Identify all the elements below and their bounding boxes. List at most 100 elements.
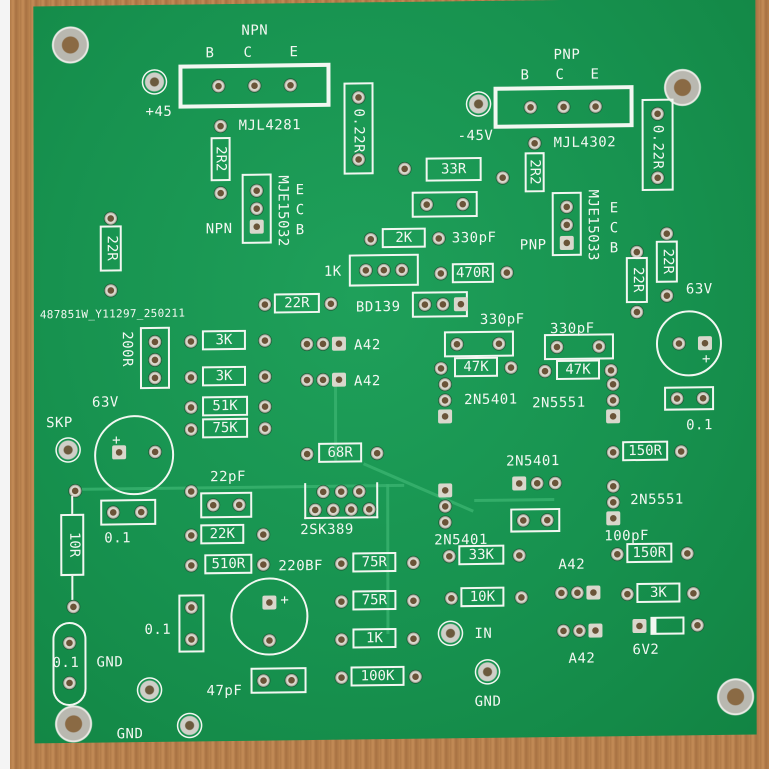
pnp-pin-b: B xyxy=(520,67,530,84)
gnd-terminal-2 xyxy=(174,710,205,741)
pad xyxy=(512,476,527,491)
background-edge xyxy=(0,0,10,769)
pad xyxy=(431,231,446,246)
pad xyxy=(257,369,273,384)
q2n5551-label-b: 2N5551 xyxy=(630,491,684,509)
resistor-33k: 33K xyxy=(458,544,505,566)
pad xyxy=(606,511,621,526)
pad xyxy=(530,476,545,491)
npn-driver-type-label: NPN xyxy=(205,220,233,238)
pnp-driver-part-label: MJE15033 xyxy=(584,189,601,262)
q2n5551-label-a: 2N5551 xyxy=(532,394,586,412)
pad xyxy=(697,336,712,351)
pad xyxy=(315,372,331,387)
pnp-driver-pin-c: C xyxy=(609,220,619,237)
pad xyxy=(283,78,298,93)
pad xyxy=(394,262,409,278)
pad xyxy=(606,445,621,460)
capacitor-01-left-label: 0.1 xyxy=(104,530,132,547)
pad xyxy=(455,197,470,212)
resistor-100k: 100K xyxy=(350,665,405,687)
pad xyxy=(344,502,359,517)
pad xyxy=(262,633,277,648)
pad xyxy=(103,283,118,298)
npn-driver-pin-e: E xyxy=(295,182,305,199)
gnd-label-1: GND xyxy=(96,654,124,671)
resistor-3k-b: 3K xyxy=(201,365,247,387)
pad xyxy=(148,444,163,460)
resistor-3k-c: 3K xyxy=(636,582,681,604)
pnp-pin-c: C xyxy=(555,66,565,84)
pnp-driver-pin-b: B xyxy=(609,240,619,257)
pad xyxy=(671,336,686,351)
resistor-22r-right-a: 22R xyxy=(625,256,648,304)
npn-driver-pin-b: B xyxy=(295,222,305,239)
pad xyxy=(650,106,665,121)
npn-pin-e: E xyxy=(289,44,299,61)
input-terminal-label: IN xyxy=(474,625,493,643)
q2n5401-label-b: 2N5401 xyxy=(506,452,560,470)
pad xyxy=(680,546,695,561)
resistor-1k: 1K xyxy=(352,627,397,649)
pad xyxy=(556,623,571,639)
gnd-terminal-1 xyxy=(134,674,165,706)
plus45-label: +45 xyxy=(145,103,173,121)
pad xyxy=(257,297,272,312)
pad xyxy=(670,391,685,406)
pad xyxy=(604,363,619,378)
mounting-hole-bottom-left xyxy=(52,702,95,746)
pad xyxy=(686,586,701,601)
pad xyxy=(334,594,349,609)
pad xyxy=(406,631,421,646)
pnp-pin-e: E xyxy=(590,66,600,83)
pad xyxy=(556,99,571,115)
pad xyxy=(559,217,574,232)
resistor-22k: 22K xyxy=(200,523,245,545)
pad xyxy=(606,409,621,424)
pad xyxy=(690,618,705,633)
resistor-68r: 68R xyxy=(318,442,363,463)
speaker-terminal-label: SKP xyxy=(46,414,73,432)
pad xyxy=(527,136,542,151)
resistor-10k: 10K xyxy=(460,586,505,608)
pad xyxy=(433,266,448,281)
resistor-47k-left: 47K xyxy=(453,356,499,378)
resistor-47k-right: 47K xyxy=(555,359,601,381)
pad xyxy=(256,557,271,572)
pad xyxy=(650,170,665,185)
pad xyxy=(554,585,569,601)
resistor-10r: 10R xyxy=(60,513,85,577)
pad xyxy=(406,593,421,608)
npn-pin-c: C xyxy=(243,44,253,61)
resistor-75k: 75K xyxy=(202,417,249,439)
npn-pin-b: B xyxy=(205,45,215,62)
pad xyxy=(308,502,323,518)
a42-label-1: A42 xyxy=(353,337,381,354)
npn-output-type-label: NPN xyxy=(241,22,269,39)
pad xyxy=(323,296,338,311)
a42-label-3: A42 xyxy=(558,556,586,573)
pad xyxy=(331,336,346,351)
pad xyxy=(548,475,563,491)
pad xyxy=(62,675,77,691)
electrolytic-capacitor-left xyxy=(94,414,175,496)
pad xyxy=(606,495,621,510)
emitter-resistor-right-label: 0.22R xyxy=(649,124,666,170)
pad xyxy=(376,263,391,278)
pad xyxy=(258,399,273,414)
pad xyxy=(438,377,453,392)
pad xyxy=(258,421,273,436)
minus45-terminal xyxy=(465,90,492,118)
lead xyxy=(71,575,74,600)
copper-trace xyxy=(362,462,474,513)
pad xyxy=(570,585,585,600)
npn-driver-pin-c: C xyxy=(295,202,305,219)
pad xyxy=(588,99,603,114)
capacitor-220bf-label: 220BF xyxy=(278,557,324,575)
pad xyxy=(257,333,272,348)
pad xyxy=(351,152,366,167)
pad xyxy=(300,446,315,462)
pad xyxy=(438,409,453,424)
copper-trace xyxy=(474,498,555,503)
pad xyxy=(112,445,127,460)
